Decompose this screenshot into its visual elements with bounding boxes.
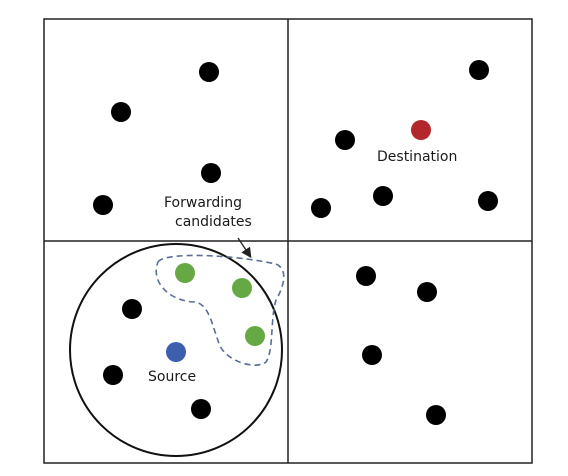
node [122,299,142,319]
node [417,282,437,302]
node [335,130,355,150]
transmission-range-circle [69,243,283,457]
node [478,191,498,211]
forwarding-label-line2: candidates [175,214,252,230]
forwarding-label-line1: Forwarding [164,195,242,211]
source-node [166,342,186,362]
source-label: Source [148,369,196,385]
node [362,345,382,365]
destination-label: Destination [377,149,457,165]
node [469,60,489,80]
node [191,399,211,419]
node [356,266,376,286]
forwarding-arrow [237,237,252,259]
destination-node [411,120,431,140]
candidate-node [175,263,195,283]
candidate-node [245,326,265,346]
node [311,198,331,218]
candidate-node [232,278,252,298]
forwarding-candidates-region [155,254,285,366]
node [103,365,123,385]
node [93,195,113,215]
node [111,102,131,122]
node [201,163,221,183]
node [199,62,219,82]
node [426,405,446,425]
node [373,186,393,206]
